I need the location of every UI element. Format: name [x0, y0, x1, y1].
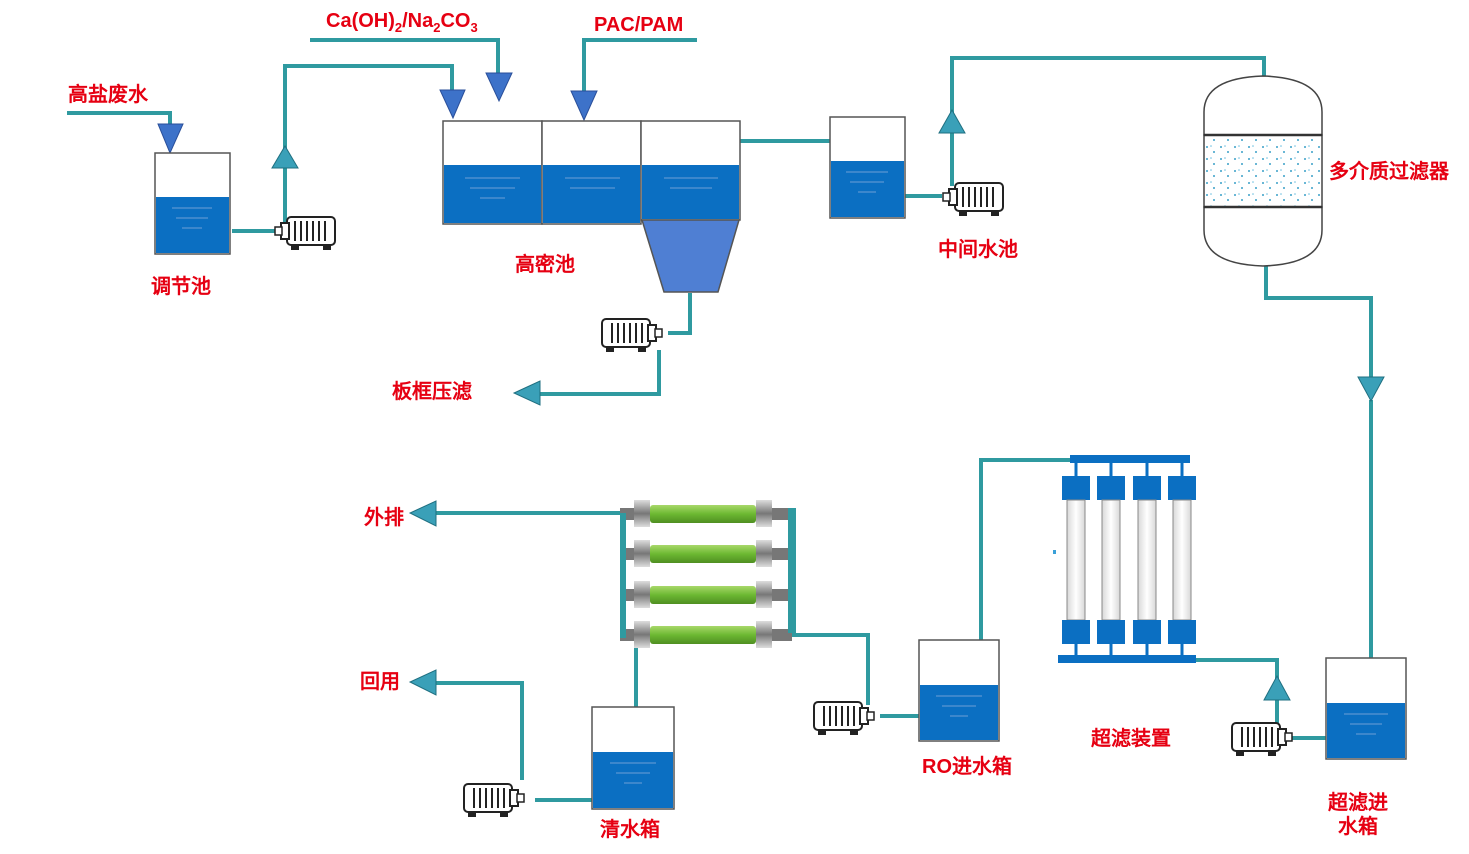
flow-arrows — [157, 72, 1385, 701]
uf-column — [1168, 463, 1196, 655]
pump-icon — [463, 783, 525, 818]
label-reagent-lime-soda: Ca(OH)2/Na2CO3 — [326, 10, 478, 35]
reagent-subscript: 2 — [433, 20, 440, 35]
label-uf-feed-tank-line1: 超滤进 — [1327, 790, 1388, 814]
ro-text: RO — [922, 756, 952, 778]
flow-arrow-left-icon — [408, 669, 437, 696]
uf-feed-tank — [1325, 657, 1407, 760]
ro-membrane — [620, 500, 792, 527]
uf-column — [1133, 463, 1161, 655]
pump-icon — [1231, 722, 1293, 757]
ro-membrane — [620, 621, 792, 648]
ro-membrane — [620, 581, 792, 608]
label-regulating-tank: 调节池 — [151, 274, 211, 298]
ro-membrane — [620, 540, 792, 567]
flow-arrow-down-icon — [570, 90, 598, 122]
reagent-part: Ca(OH) — [326, 10, 395, 32]
pump-icon — [813, 701, 875, 736]
label-filter-press: 板框压滤 — [392, 379, 472, 403]
flow-arrow-down-icon — [485, 72, 513, 103]
label-ro-feed-tank: RO进水箱 — [922, 754, 1012, 778]
flow-arrow-left-icon — [408, 500, 437, 527]
label-multimedia-filter: 多介质过滤器 — [1329, 159, 1450, 183]
high-density-tank — [442, 120, 741, 293]
uf-device — [1053, 455, 1196, 663]
reagent-part: /Na — [402, 10, 434, 32]
uf-column — [1097, 463, 1125, 655]
regulating-tank — [154, 152, 231, 255]
label-reuse: 回用 — [360, 669, 400, 693]
label-uf-feed-tank-line2: 水箱 — [1338, 814, 1378, 838]
pump-icon — [942, 182, 1004, 217]
label-discharge: 外排 — [364, 505, 404, 529]
flow-arrow-down-icon — [1357, 376, 1385, 403]
ro-feed-tank — [918, 639, 1000, 742]
label-intermediate-tank: 中间水池 — [938, 237, 1018, 261]
flow-arrow-up-icon — [271, 145, 299, 169]
label-uf-device: 超滤装置 — [1090, 726, 1171, 750]
label-reagent-pac-pam: PAC/PAM — [594, 14, 683, 36]
uf-column — [1062, 463, 1090, 655]
flow-arrow-up-icon — [938, 108, 966, 134]
ro-membrane-bank — [620, 500, 796, 648]
flow-arrow-left-icon — [512, 380, 541, 406]
clean-water-tank — [591, 706, 675, 810]
label-high-density-tank: 高密池 — [515, 252, 575, 276]
flow-arrow-up-icon — [1263, 674, 1291, 701]
intermediate-tank — [829, 116, 906, 219]
reagent-part: CO — [440, 10, 470, 32]
reagent-subscript: 3 — [470, 20, 477, 35]
pump-icon — [601, 318, 663, 353]
flow-arrow-down-icon — [439, 89, 466, 120]
feed-tank-text: 进水箱 — [952, 754, 1012, 778]
multimedia-filter — [1203, 75, 1323, 267]
label-clean-water-tank: 清水箱 — [600, 817, 660, 841]
label-wastewater: 高盐废水 — [68, 82, 149, 106]
flow-arrow-down-icon — [157, 123, 184, 155]
reagent-subscript: 2 — [395, 20, 402, 35]
